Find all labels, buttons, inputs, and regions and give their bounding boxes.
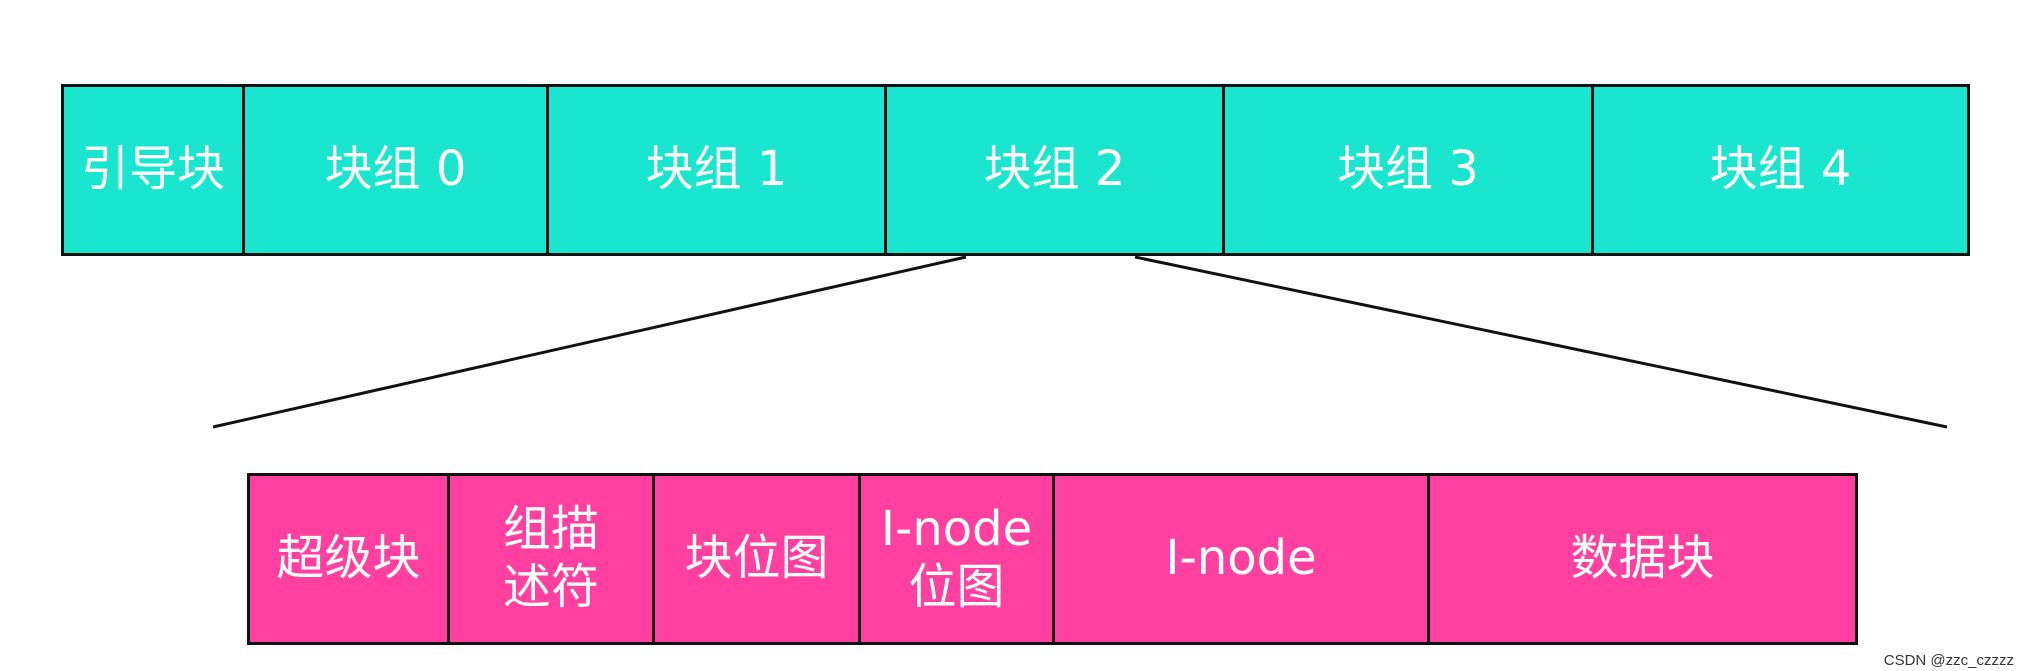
inode-bitmap-cell: I-node 位图	[861, 476, 1055, 642]
block-group-2-cell: 块组 2	[887, 87, 1225, 253]
block-group-4-cell: 块组 4	[1709, 141, 1852, 198]
block-group-1-cell: 块组 1	[549, 87, 887, 253]
block-bitmap-cell: 块位图	[655, 476, 861, 642]
inode-table-cell: I-node	[1055, 476, 1430, 642]
block-group-0-cell: 块组 0	[245, 87, 549, 253]
group-descriptor-cell: 组描 述符	[450, 476, 655, 642]
expansion-line-right	[1134, 255, 1948, 429]
watermark: CSDN @zzc_czzzz	[1883, 652, 2014, 669]
expansion-line-left	[212, 255, 967, 429]
data-blocks-cell: 数据块	[1570, 530, 1715, 587]
disk-partition-row: 引导块 块组 0 块组 1 块组 2 块组 3 块组 4	[61, 84, 1970, 256]
block-group-3-cell: 块组 3	[1225, 87, 1594, 253]
block-group-detail-row: 超级块 组描 述符 块位图 I-node 位图 I-node 数据块	[247, 473, 1858, 645]
superblock-cell: 超级块	[250, 476, 450, 642]
boot-block-cell: 引导块	[64, 87, 245, 253]
